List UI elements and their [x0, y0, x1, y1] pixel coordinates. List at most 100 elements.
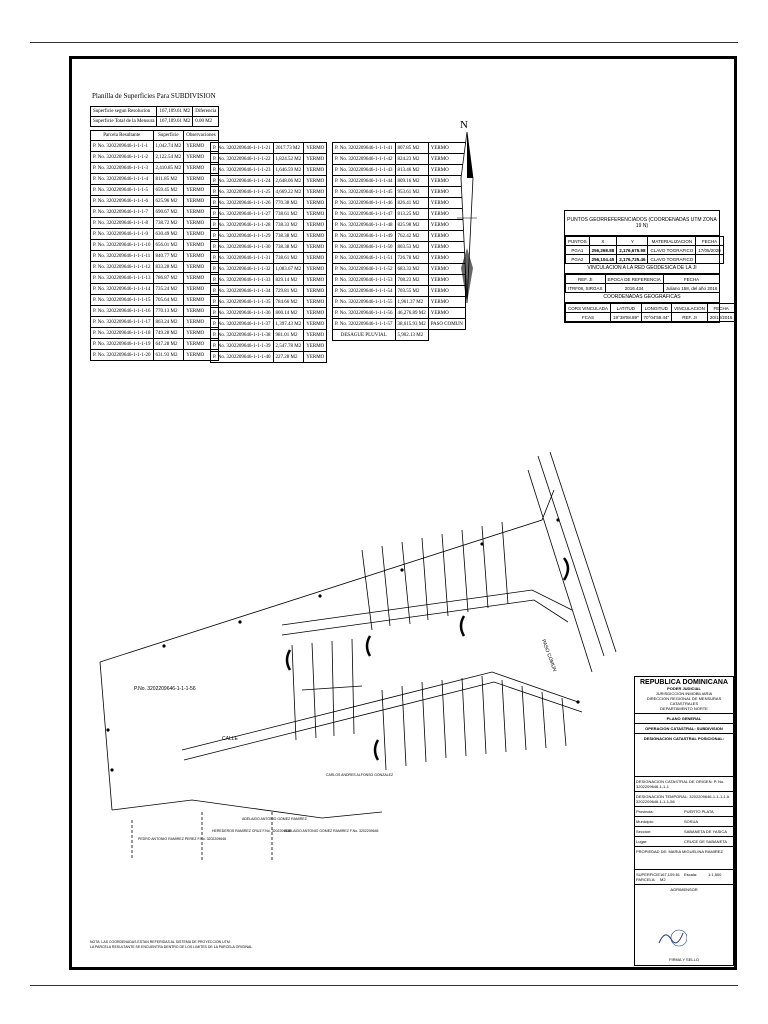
plan-type: PLANO GENERAL	[635, 714, 733, 724]
parcel-cell: P. No. 3202209646-1-1-1-18	[90, 327, 154, 339]
section-value: SABANETA DE YASICA	[684, 829, 727, 834]
summary-extra: Diferencia	[192, 106, 220, 117]
parcel-cell: P. No. 3202209646-1-1-1-10	[90, 239, 154, 251]
area-cell: 738.61 M2	[272, 208, 305, 220]
place-label: Lugar:	[636, 839, 648, 844]
column-header: Superficie	[152, 130, 185, 141]
observation-cell: YERMO	[303, 351, 328, 363]
geo-cell: PGA2	[565, 254, 590, 264]
geo-cors-header: FECHA	[706, 303, 736, 313]
parcel-cell: P. No. 3202209646-1-1-1-5	[90, 184, 154, 196]
area-cell: 729.81 M2	[272, 285, 305, 297]
municipality-value: SOSUA	[684, 819, 699, 824]
note-line: NOTA: LAS COORDENADAS ESTAN REFERIDAS AL…	[90, 940, 230, 944]
parcel-cell: P. No. 3202209646-1-1-1-16	[90, 305, 154, 317]
plan-notes: NOTA: LAS COORDENADAS ESTAN REFERIDAS AL…	[90, 940, 252, 950]
area-cell: 735.24 M2	[152, 283, 185, 295]
observation-cell: YERMO	[303, 230, 328, 242]
parcel-cell: P. No. 3202209646-1-1-1-34	[210, 285, 274, 297]
geo-header: Y	[616, 236, 649, 246]
parcel-cell: P. No. 3202209646-1-1-1-28	[210, 219, 274, 231]
parcel-cell: P. No. 3202209646-1-1-1-9	[90, 228, 154, 240]
area-cell: 826.41 M2	[394, 197, 429, 209]
parcel-cell: P. No. 3202209646-1-1-1-3	[90, 162, 154, 174]
observation-cell: YERMO	[303, 153, 328, 165]
area-cell: 813.46 M2	[394, 164, 429, 176]
area-cell: 749.28 M2	[152, 327, 185, 339]
geo-header: PUNTOS	[565, 236, 590, 246]
area-cell: 2,410.85 M2	[152, 162, 185, 174]
parcel-cell: P. No. 3202209646-1-1-1-12	[90, 261, 154, 273]
area-cell: 1,961.37 M2	[394, 296, 429, 308]
section-row: Seccion: SABANETA DE YASICA	[635, 827, 733, 837]
scale-value: 1:1,500	[708, 872, 722, 877]
parcel-cell: P. No. 3202209646-1-1-1-39	[210, 340, 274, 352]
area-cell: 738.38 M2	[272, 230, 305, 242]
parcel-cell: P. No. 3202209646-1-1-1-13	[90, 272, 154, 284]
geo-cell: CLAVO TOGRAFICO	[647, 254, 697, 264]
area-cell: 807.85 M2	[394, 142, 429, 154]
province-row: Provincia: PUERTO PLATA	[635, 807, 733, 817]
geo-cors-header: VINCULACION	[671, 303, 708, 313]
area-cell: 800.14 M2	[272, 307, 305, 319]
province-label: Provincia:	[636, 809, 654, 814]
street-right-label: PASO COMUN	[540, 639, 557, 673]
observation-cell: YERMO	[303, 307, 328, 319]
footer-label: DESAGUE PLUVIAL	[332, 329, 396, 341]
area-cell: 770.38 M2	[272, 197, 305, 209]
summary-extra: 0.00 M2	[192, 116, 220, 127]
area-cell: 4,669.22 M2	[272, 186, 305, 198]
geo-cors-cell: 20/12/2016	[706, 312, 736, 322]
geo-ref-cell: Juliano 158, del año 2016	[662, 283, 721, 293]
area-cell: 227.28 M2	[272, 351, 305, 363]
parcel-cell: P. No. 3202209646-1-1-1-14	[90, 283, 154, 295]
area-cell: 981.01 M2	[272, 329, 305, 341]
north-label: N	[460, 119, 468, 131]
geo-ref-table: REF. JI EPOCA DE REFERENCIA FECHA ITRF08…	[565, 274, 721, 293]
geo-coord-title: COORDENADAS GEOGRAFICAS	[565, 293, 719, 303]
area-cell: 833.28 M2	[152, 261, 185, 273]
parcel-cell: P. No. 3202209646-1-1-1-2	[90, 151, 154, 163]
geo-cell: 2,176,675.98	[616, 245, 649, 255]
neighbor-label: CARLOS ANDRES ALFONSO GONZALEZ	[326, 773, 394, 777]
area-cell: 786.87 M2	[152, 272, 185, 284]
road-label: CALLE	[222, 736, 239, 742]
area-cell: 1,646.59 M2	[272, 164, 305, 176]
area-cell: 813.25 M2	[394, 208, 429, 220]
area-cell: 840.77 M2	[152, 250, 185, 262]
geo-header: X	[588, 236, 618, 246]
parcel-cell: P. No. 3202209646-1-1-1-43	[332, 164, 396, 176]
place-value: CRUCE DE SABANETA	[684, 839, 728, 844]
area-cell: 690.67 M2	[152, 206, 185, 218]
area-cell: 726.78 M2	[394, 252, 429, 264]
note-line: LA PARCELA RESULTANTE SE ENCUENTRA DENTR…	[90, 945, 253, 949]
geo-cors-cell: 70°04'59.44"	[640, 312, 673, 322]
parcel-cell: P. No. 3202209646-1-1-1-49	[332, 230, 396, 242]
observation-cell: PASO COMUN	[427, 318, 466, 330]
area-cell: 738.72 M2	[152, 217, 185, 229]
sheet-frame	[69, 56, 737, 970]
summary-table: Superficie segun Resolucion 167,109.61 M…	[89, 106, 220, 127]
department: DEPARTAMENTO NORTE	[660, 706, 708, 711]
